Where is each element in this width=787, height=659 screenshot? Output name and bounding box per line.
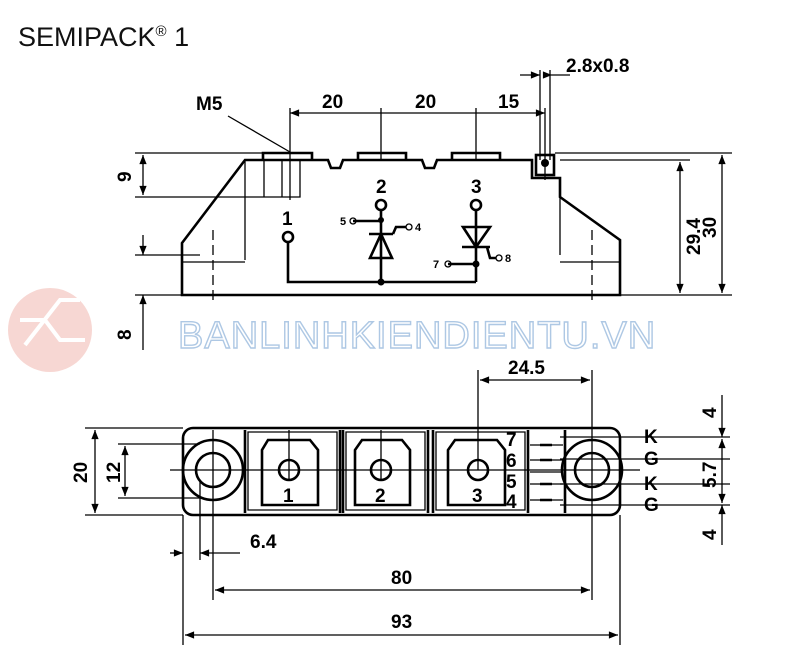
- dim-20b: 20: [415, 92, 436, 113]
- dim-80: 80: [391, 568, 412, 589]
- dim-15: 15: [498, 92, 520, 113]
- title-text: SEMIPACK: [18, 22, 156, 52]
- dim-6-4: 6.4: [250, 532, 277, 553]
- pin-letter-k2: K: [644, 474, 658, 495]
- dim-9: 9: [115, 171, 136, 182]
- dim-24-5: 24.5: [508, 358, 545, 379]
- dim-8: 8: [115, 329, 136, 340]
- watermark-logo-icon: [8, 288, 92, 372]
- dim-pin-size: 2.8x0.8: [566, 56, 629, 77]
- dim-29-4: 29.4: [684, 218, 705, 255]
- pin-5: 5: [506, 472, 517, 493]
- title-suffix: 1: [166, 22, 190, 52]
- page-title: SEMIPACK® 1: [18, 22, 189, 53]
- terminal-label-2: 2: [376, 177, 387, 198]
- terminal-label-1: 1: [282, 209, 293, 230]
- dim-30: 30: [700, 217, 721, 238]
- watermark: BANLINHKIENDIENTU.VN: [8, 288, 656, 372]
- pin-6: 6: [506, 451, 517, 472]
- registered-mark: ®: [155, 23, 167, 40]
- terminal-label-3: 3: [471, 177, 482, 198]
- pin-7: 7: [506, 430, 517, 451]
- circuit-schematic: [281, 198, 503, 286]
- terminal-label-7: 7: [433, 259, 439, 271]
- terminal-label-5: 5: [340, 216, 346, 228]
- side-view-dimensions: [135, 70, 732, 350]
- dim-4-bottom: 4: [700, 529, 721, 540]
- terminal-label-4: 4: [415, 222, 422, 234]
- dim-5-7: 5.7: [700, 462, 721, 488]
- dim-20: 20: [71, 462, 92, 483]
- bottom-terminal-1: 1: [283, 486, 294, 507]
- pin-letter-k1: K: [644, 427, 658, 448]
- bottom-view-dimensions: [85, 376, 730, 645]
- pin-letter-g2: G: [644, 495, 659, 516]
- pin-letter-g1: G: [644, 449, 659, 470]
- bottom-terminal-2: 2: [375, 486, 386, 507]
- terminal-label-8: 8: [505, 253, 511, 265]
- dim-thread-m5: M5: [196, 94, 223, 115]
- dim-12: 12: [104, 462, 125, 483]
- dim-4-top: 4: [700, 407, 721, 418]
- pin-4: 4: [506, 492, 517, 513]
- bottom-view-outline: [170, 370, 640, 600]
- bottom-terminal-3: 3: [472, 486, 483, 507]
- dim-93: 93: [391, 612, 412, 633]
- dim-20a: 20: [322, 92, 343, 113]
- watermark-text: BANLINHKIENDIENTU.VN: [178, 315, 656, 357]
